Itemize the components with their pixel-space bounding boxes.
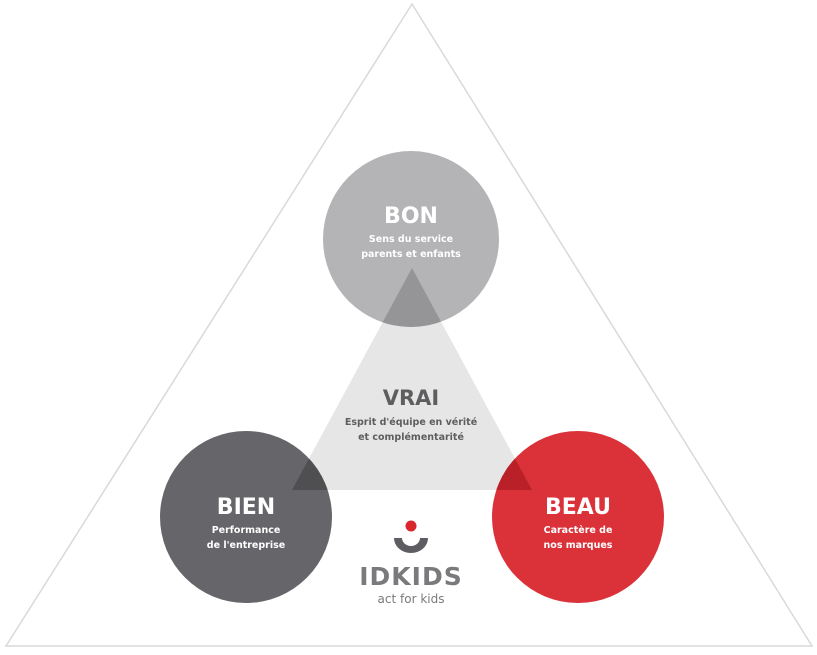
beau-line-1: Caractère de (544, 525, 613, 536)
bon-line-2: parents et enfants (361, 249, 461, 260)
outer-triangle (4, 2, 814, 647)
vrai-line-2: et complémentarité (358, 432, 464, 443)
beau-circle (492, 431, 664, 603)
bien-title: BIEN (217, 495, 275, 520)
beau-line-2: nos marques (544, 540, 613, 551)
inner-triangle (292, 268, 532, 490)
logo-tagline: act for kids (378, 592, 445, 606)
bien-line-2: de l'entreprise (207, 540, 285, 551)
bien-circle (160, 431, 332, 603)
bon-circle (323, 151, 499, 327)
smile-dot-icon (394, 520, 428, 553)
bien-line-1: Performance (212, 525, 281, 536)
logo-wordmark: IDKIDS (359, 562, 463, 591)
bon-line-1: Sens du service (369, 234, 453, 245)
vrai-title: VRAI (383, 386, 440, 410)
beau-title: BEAU (545, 495, 611, 520)
idkids-logo: IDKIDS act for kids (359, 520, 463, 606)
bon-title: BON (384, 204, 438, 229)
vrai-line-1: Esprit d'équipe en vérité (345, 417, 477, 428)
